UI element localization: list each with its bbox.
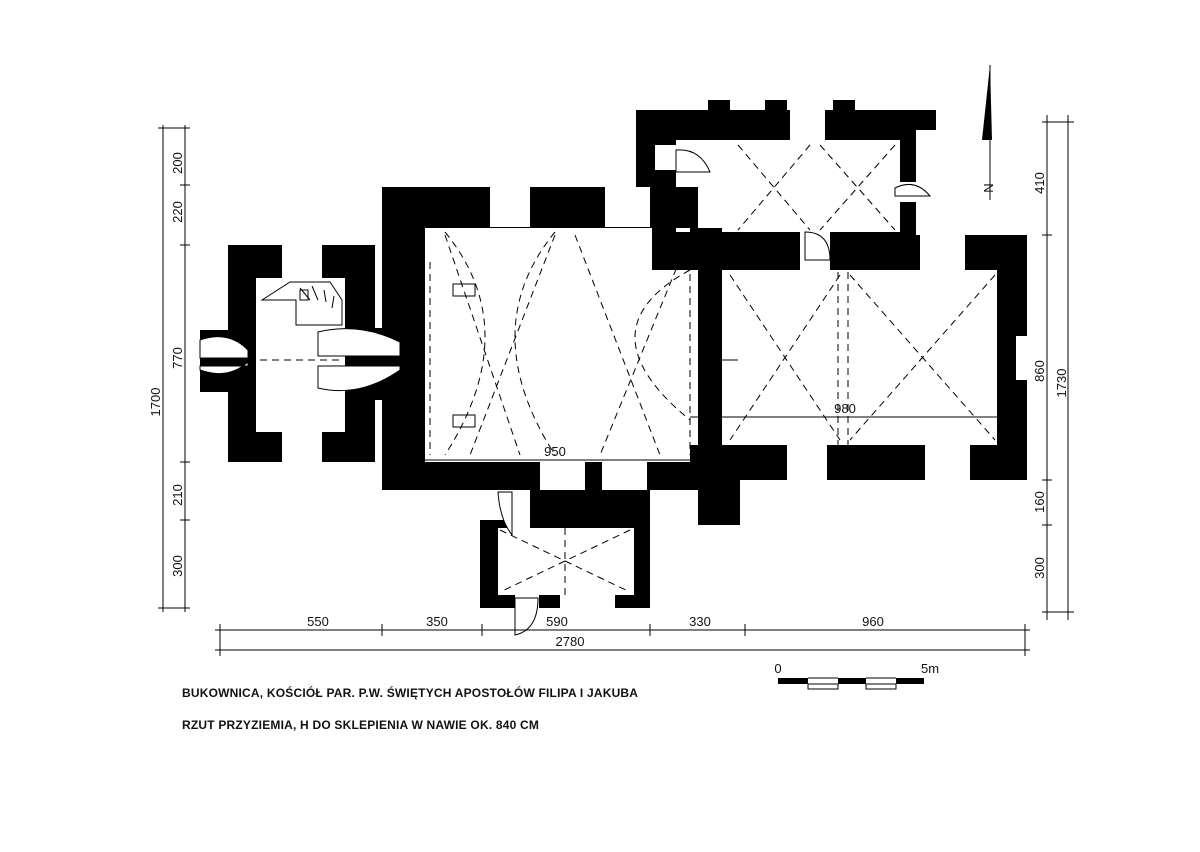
- sacristy-door-leaf: [804, 231, 831, 261]
- tower-door-leaf: [199, 360, 249, 375]
- dim-right-total: 1730: [1054, 369, 1069, 398]
- dim-left-770: 770: [170, 347, 185, 369]
- dim-bottom-350: 350: [426, 614, 448, 629]
- dim-nave-width: 950: [544, 444, 566, 459]
- chancel-walls: [698, 235, 1027, 525]
- tower-door-leaf: [199, 336, 249, 359]
- dimension-labels: 200 220 770 210 300 1700 410 860 160 300…: [148, 152, 1069, 649]
- interior-lines: [260, 281, 738, 428]
- buttress: [765, 100, 787, 114]
- scale-start-label: 0: [774, 661, 781, 676]
- sacristy-door-leaf: [675, 149, 711, 173]
- porch-door-leaf: [514, 597, 539, 636]
- dim-right-410: 410: [1032, 172, 1047, 194]
- dim-right-160: 160: [1032, 491, 1047, 513]
- vault-ribs: [260, 144, 996, 595]
- dim-right-860: 860: [1032, 360, 1047, 382]
- inner-door-leaf: [317, 365, 401, 392]
- walls: [200, 100, 1027, 608]
- dim-left-220: 220: [170, 201, 185, 223]
- caption-title: BUKOWNICA, KOŚCIÓŁ PAR. P.W. ŚWIĘTYCH AP…: [182, 686, 639, 700]
- dim-chancel-width: 980: [834, 401, 856, 416]
- porch-walls: [480, 520, 650, 608]
- dim-left-210: 210: [170, 484, 185, 506]
- dim-left-total: 1700: [148, 388, 163, 417]
- scale-bar: 0 5m: [774, 661, 939, 690]
- dim-right-300: 300: [1032, 557, 1047, 579]
- dim-bottom-590: 590: [546, 614, 568, 629]
- dimension-lines: [158, 115, 1074, 656]
- dim-left-300: 300: [170, 555, 185, 577]
- north-label: N: [981, 183, 996, 192]
- doors: [199, 149, 932, 636]
- sacristy-walls: [636, 110, 936, 270]
- caption-subtitle: RZUT PRZYZIEMIA, H DO SKLEPIENIA W NAWIE…: [182, 718, 540, 732]
- nave-walls: [382, 187, 698, 490]
- north-arrow: N: [981, 65, 996, 200]
- nave-door-leaf: [497, 491, 513, 537]
- dim-bottom-550: 550: [307, 614, 329, 629]
- sacristy-door-leaf: [894, 183, 932, 197]
- buttress: [708, 100, 730, 114]
- dim-bottom-330: 330: [689, 614, 711, 629]
- buttress: [833, 100, 855, 114]
- dim-left-200: 200: [170, 152, 185, 174]
- tower-walls: [200, 245, 408, 462]
- dim-bottom-960: 960: [862, 614, 884, 629]
- inner-door-leaf: [317, 328, 401, 357]
- scale-end-label: 5m: [921, 661, 939, 676]
- dim-bottom-total: 2780: [556, 634, 585, 649]
